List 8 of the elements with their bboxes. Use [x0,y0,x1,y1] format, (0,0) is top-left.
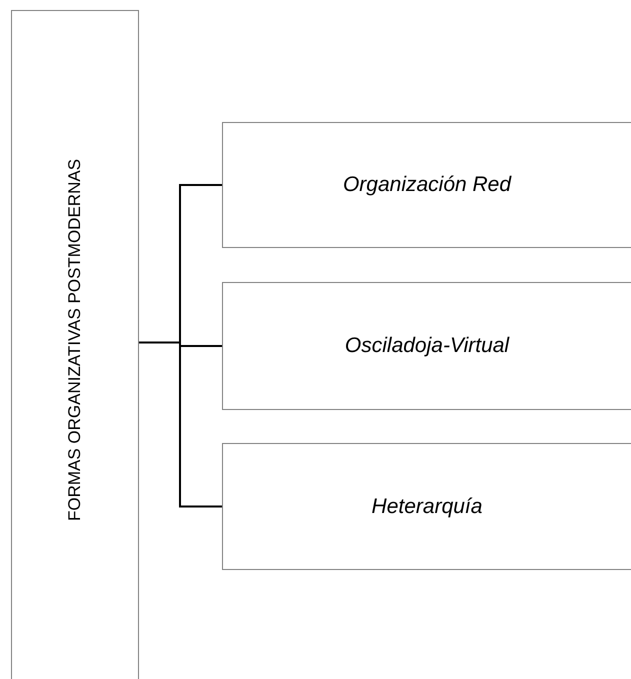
item-box [222,282,631,410]
category-label: FORMAS ORGANIZATIVAS POSTMODERNAS [65,158,85,521]
item-label: Osciladoja-Virtual [344,334,510,358]
category-box [11,10,139,679]
item-box [222,443,631,570]
item-box [222,122,631,248]
item-label: Heterarquía [372,494,482,518]
item-label: Organización Red [342,173,512,197]
